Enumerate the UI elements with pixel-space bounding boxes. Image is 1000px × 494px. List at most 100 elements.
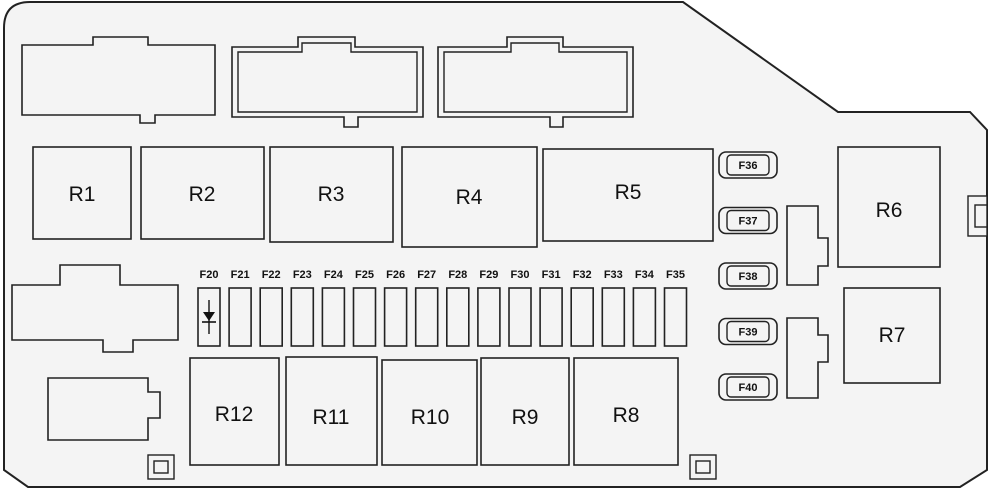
fuse-f26: F26 xyxy=(383,269,408,347)
relay-r6: R6 xyxy=(837,146,941,268)
fuse-f31: F31 xyxy=(539,269,563,347)
fuse-label: F23 xyxy=(293,269,312,281)
fuse-f21: F21 xyxy=(228,269,252,347)
fuse-label: F38 xyxy=(739,271,758,283)
fuse-f22: F22 xyxy=(259,269,284,347)
fuse-f20: F20 xyxy=(197,269,221,347)
fuse-f40: F40 xyxy=(718,373,778,401)
fuse-f35: F35 xyxy=(663,269,688,347)
fuse-label: F26 xyxy=(386,269,405,281)
relay-r2: R2 xyxy=(140,146,265,240)
relay-label: R12 xyxy=(215,403,254,426)
fuse-slot xyxy=(445,287,470,347)
fuse-window xyxy=(726,209,770,232)
fuse-label: F33 xyxy=(604,269,623,281)
fuse-f23: F23 xyxy=(290,269,315,347)
fuse-slot xyxy=(508,287,532,347)
relay-r4: R4 xyxy=(401,146,538,248)
fuse-label: F27 xyxy=(417,269,436,281)
fuse-label: F28 xyxy=(448,269,467,281)
fuse-slot xyxy=(570,287,595,347)
fuse-f33: F33 xyxy=(601,269,626,347)
fuse-label: F35 xyxy=(666,269,685,281)
fuse-label: F32 xyxy=(573,269,592,281)
relay-r5: R5 xyxy=(542,148,714,242)
relay-label: R1 xyxy=(69,183,96,206)
fuse-window xyxy=(726,265,770,287)
fuse-f38: F38 xyxy=(718,262,778,290)
fuse-slot xyxy=(477,287,501,347)
relay-label: R10 xyxy=(411,406,450,429)
fuse-label: F25 xyxy=(355,269,374,281)
fuse-slot xyxy=(290,287,315,347)
relay-label: R6 xyxy=(876,199,903,222)
fuse-f39: F39 xyxy=(718,317,778,346)
relay-label: R5 xyxy=(615,181,642,204)
fuse-label: F34 xyxy=(635,269,655,281)
fuse-window xyxy=(726,320,770,343)
fuse-slot xyxy=(321,287,346,347)
fuse-slot xyxy=(383,287,408,347)
connector-left-middle xyxy=(11,264,179,353)
fuse-f36: F36 xyxy=(718,151,778,179)
fuse-slot xyxy=(632,287,657,347)
bottom-clip-left xyxy=(147,454,175,480)
fuse-label: F36 xyxy=(739,160,758,172)
fuse-label: F37 xyxy=(739,216,758,228)
fuse-label: F30 xyxy=(511,269,530,281)
fuse-slot xyxy=(259,287,284,347)
relay-label: R7 xyxy=(879,324,906,347)
fuse-f27: F27 xyxy=(414,269,439,347)
fuse-label: F24 xyxy=(324,269,344,281)
mini-fuse-row: F20 F21 F22 F23 F24 F25 F26 F27 F28 F29 F30 F31 F32 F… xyxy=(197,269,688,347)
fuse-slot xyxy=(539,287,563,347)
relay-r12: R12 xyxy=(189,357,280,466)
connector-top-center xyxy=(231,36,424,128)
fuse-slot xyxy=(601,287,626,347)
fuse-window xyxy=(726,376,770,398)
relay-r8: R8 xyxy=(573,357,679,466)
bottom-clip-right xyxy=(689,454,717,480)
connector-top-left xyxy=(21,36,216,124)
fuse-f37: F37 xyxy=(718,206,778,235)
fuse-f25: F25 xyxy=(352,269,377,347)
fuse-slot xyxy=(663,287,688,347)
fuse-window xyxy=(726,154,770,176)
relay-r1: R1 xyxy=(32,146,132,240)
fuse-f30: F30 xyxy=(508,269,532,347)
side-clip xyxy=(967,195,988,237)
fuse-f29: F29 xyxy=(477,269,501,347)
relay-r10: R10 xyxy=(381,359,478,466)
relay-label: R8 xyxy=(613,404,640,427)
relay-r9: R9 xyxy=(480,357,570,466)
relay-label: R9 xyxy=(512,406,539,429)
fuse-f32: F32 xyxy=(570,269,595,347)
relay-label: R11 xyxy=(313,406,350,429)
fuse-slot xyxy=(414,287,439,347)
fuse-label: F29 xyxy=(479,269,498,281)
fuse-label: F20 xyxy=(200,269,219,281)
relay-label: R3 xyxy=(318,183,345,206)
fuse-f24: F24 xyxy=(321,269,346,347)
fuse-label: F39 xyxy=(739,327,758,339)
plug-upper-right xyxy=(786,205,829,286)
fuse-f34: F34 xyxy=(632,269,657,347)
fuse-label: F22 xyxy=(262,269,281,281)
relay-label: R2 xyxy=(189,183,216,206)
fuse-label: F21 xyxy=(231,269,250,281)
diode-icon xyxy=(202,300,216,334)
relay-r11: R11 xyxy=(285,356,378,466)
connector-bottom-left xyxy=(47,377,161,441)
fuse-f28: F28 xyxy=(445,269,470,347)
plug-lower-right xyxy=(786,317,829,399)
relay-r7: R7 xyxy=(843,287,941,384)
fuse-label: F40 xyxy=(739,382,758,394)
relay-label: R4 xyxy=(456,186,483,209)
fuse-slot xyxy=(352,287,377,347)
connector-top-right xyxy=(437,36,634,128)
relay-r3: R3 xyxy=(269,146,394,243)
fuse-slot xyxy=(228,287,252,347)
